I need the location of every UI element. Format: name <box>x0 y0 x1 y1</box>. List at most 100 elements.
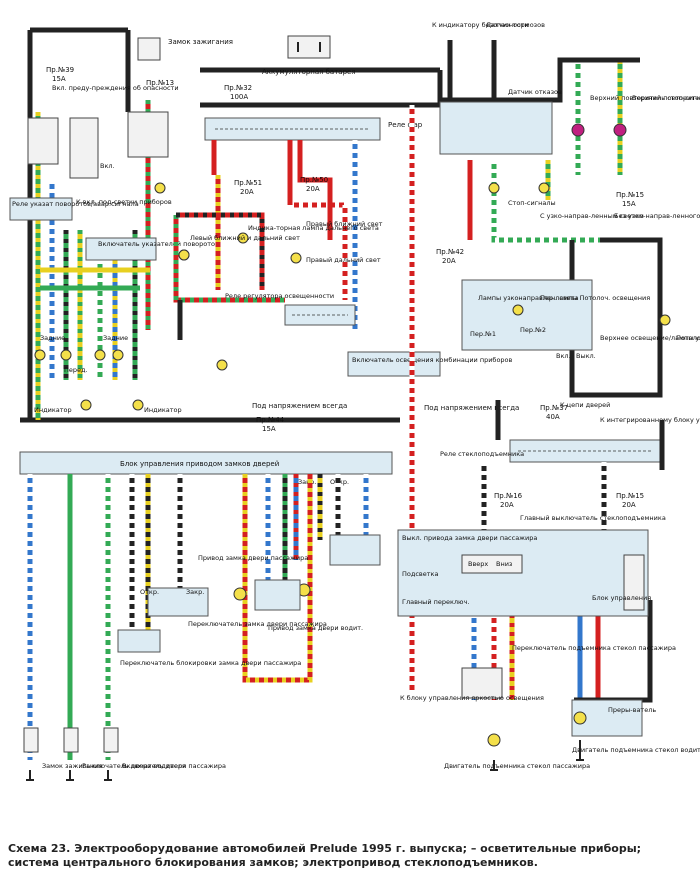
high-indicator-label: Индика-торная лампа дальнего света <box>248 224 379 232</box>
lamp-icon <box>132 399 144 411</box>
driver-lock-switch <box>329 534 381 566</box>
battery-label: Аккумуляторная батарея <box>262 68 356 76</box>
door-lock-control-unit <box>19 451 393 475</box>
up-label: Вверх <box>468 560 488 568</box>
pass-block-sw-label: Переключатель блокировки замка двери пас… <box>120 659 301 667</box>
fuse39-label: Пр.№39 <box>46 66 74 74</box>
always-on-label: Под напряжением всегда <box>252 402 347 410</box>
lamp-icon <box>290 252 302 264</box>
passenger-door-switch <box>103 727 119 753</box>
door-lock-ctrl-label: Блок управления приводом замков дверей <box>120 460 279 468</box>
turn-relay-label: Реле указат поворотов/авар.сигнала <box>12 200 139 208</box>
ignition-switch <box>137 37 161 61</box>
fuse16-amps: 20А <box>500 501 514 509</box>
backlight-label: Подсветка <box>402 570 438 578</box>
passenger-block-switch <box>117 629 161 653</box>
turn-relay-block <box>69 117 99 179</box>
turn-indicator-label: Вкл. <box>100 162 115 170</box>
passenger-lock-actuator <box>147 587 209 617</box>
to-door-label: К цепи дверей <box>560 401 610 409</box>
upper-stop-lamp-icon <box>613 123 627 137</box>
drv-door-sw-label: Выключатель двери водителя <box>82 762 186 770</box>
hazard-label: Вкл. преду-преждения об опасности <box>52 84 179 92</box>
fuse15b-amps: 20А <box>622 501 636 509</box>
per1-label: Пер.№1 <box>470 330 496 338</box>
pass-door-sw-label: Включатель двери пассажира <box>122 762 226 770</box>
comb-switch-label: Включатель освещения комбинации приборов <box>352 356 513 364</box>
stop-light-wires <box>440 40 640 243</box>
passenger-window-switch[interactable] <box>461 667 503 699</box>
right-low-label: Правый ближний свет <box>306 220 383 228</box>
fuse44-amps: 15А <box>262 425 276 433</box>
fuse39-amps: 15А <box>52 75 66 83</box>
headlamp-wires <box>173 140 358 340</box>
motor-icon <box>487 733 501 747</box>
interior-panel <box>461 279 593 351</box>
motor-icon <box>573 711 587 725</box>
fuse44-label: Пр.№44 <box>256 416 285 424</box>
fuse32-label: Пр.№32 <box>224 84 252 92</box>
lamp-icon <box>80 399 92 411</box>
combination-switch <box>347 351 441 377</box>
rear-right-label: Задние <box>103 334 128 342</box>
upper-stop-lamp-icon <box>571 123 585 137</box>
drv-lock-act-label: Привод замка двери водит. <box>268 624 363 632</box>
up-down-switch[interactable] <box>461 554 523 574</box>
main-window-sw-label: Главный выключатель стеклоподъемника <box>520 514 666 522</box>
vkl-label: Вкл. <box>556 352 571 360</box>
upper-stop1-label: Верхний повторитель стоп-сигнала <box>590 94 700 102</box>
always-on-label-2: Под напряжением всегда <box>424 404 519 412</box>
lamps-dim-label: Лампы узконаправлен. света <box>478 294 579 302</box>
to-dash-label: К вкл. под-светки приборов <box>76 198 172 206</box>
right-high-label: Правый дальний свет <box>306 256 381 264</box>
fuse37-label: Пр.№37 <box>540 404 568 412</box>
pass-window-motor-label: Двигатель подъемника стекол пассажира <box>444 762 590 770</box>
fuse51-amps: 20А <box>240 188 254 196</box>
fuse13-label: Пр.№13 <box>146 79 174 87</box>
vykl-label: Выкл. <box>576 352 596 360</box>
turn-switch <box>85 237 157 261</box>
turn-switch-label: Включатель указателей поворотов <box>98 240 219 248</box>
close-label: Закр. <box>298 478 316 486</box>
to-sensor-label: К индикатору безопасности <box>432 21 529 29</box>
pass-window-sw-label: Переключатель подъемника стекол пассажир… <box>512 644 676 652</box>
ground-symbols <box>26 740 584 781</box>
fuse42-amps: 20А <box>442 257 456 265</box>
driver-door-switch <box>63 727 79 753</box>
upper-light-label: Верхнее освещение/лампы узконаправленног… <box>600 334 700 342</box>
fail-sensor <box>439 101 553 155</box>
lamp-icon <box>112 349 124 361</box>
battery <box>287 35 331 59</box>
fail-sensor-label: Датчик отказов <box>508 88 562 96</box>
indicator-left-label: Индикатор <box>34 406 72 414</box>
drv-window-motor-label: Двигатель подъемника стекол водителя <box>572 746 700 754</box>
turn-relay <box>9 197 73 221</box>
fuse42-label: Пр.№42 <box>436 248 464 256</box>
down-label: Вниз <box>496 560 513 568</box>
with-dim-label: С узко-направ-ленным светом <box>540 212 644 220</box>
breaker-label: Преры-ватель <box>608 706 656 714</box>
ignition-switch-2 <box>23 727 39 753</box>
hazard-switch <box>27 117 59 165</box>
lamp-icon <box>154 182 166 194</box>
headlight-relay-label: Реле фар <box>388 121 423 129</box>
rear-left-label: Задние <box>40 334 65 342</box>
door-lock-wires <box>27 474 369 760</box>
fuse51-label: Пр.№51 <box>234 179 262 187</box>
lamp-icon <box>60 349 72 361</box>
ceiling-light-label: Потолочное освещение <box>676 334 700 342</box>
pass-lock-sw-label: Выкл. привода замка двери пассажира <box>402 534 537 542</box>
indicator-right-label: Индикатор <box>144 406 182 414</box>
fuse50-amps: 20А <box>306 185 320 193</box>
lamp-icon <box>512 304 524 316</box>
main-window-switch <box>397 529 649 617</box>
ignition-label: Замок зажигания <box>168 38 233 46</box>
per2-label: Пер.№2 <box>520 326 546 334</box>
window-relay-label: Реле стеклоподъемника <box>440 450 524 458</box>
motor-icon <box>233 587 247 601</box>
to-integrated-label: К интегрированному блоку управления <box>600 416 700 424</box>
lamp-icon <box>488 182 500 194</box>
driver-lock-actuator <box>254 579 301 611</box>
lamp-icon <box>94 349 106 361</box>
